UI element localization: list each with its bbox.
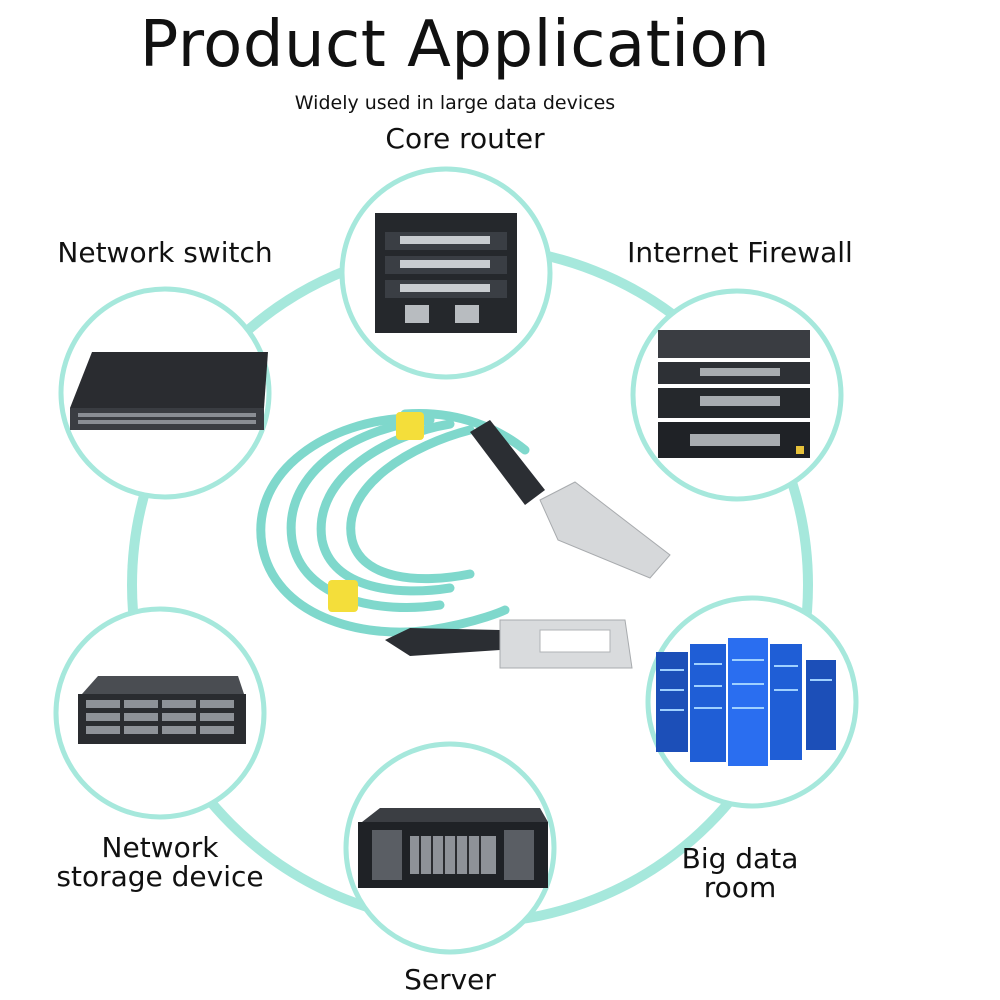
label-server: Server xyxy=(404,963,496,996)
label-network-switch: Network switch xyxy=(57,236,273,269)
storage-device-node xyxy=(53,606,267,820)
label-storage-line1: Network xyxy=(101,831,219,864)
firewall-node xyxy=(630,288,844,502)
firewall-icon xyxy=(658,330,810,458)
label-big-data-room: Big data room xyxy=(660,844,820,902)
data-center-node xyxy=(645,595,859,809)
label-big-data-line2: room xyxy=(703,871,777,904)
cable-clip xyxy=(396,412,424,440)
label-internet-firewall: Internet Firewall xyxy=(627,236,853,269)
server-node xyxy=(343,741,557,955)
core-router-node xyxy=(339,166,553,380)
core-router-icon xyxy=(375,213,517,333)
label-storage-line2: storage device xyxy=(56,860,264,893)
storage-device-icon xyxy=(78,676,246,744)
label-network-storage-device: Network storage device xyxy=(40,833,280,891)
data-center-icon xyxy=(656,638,836,766)
network-switch-node xyxy=(58,286,272,500)
page-title: Product Application xyxy=(139,8,771,82)
label-big-data-line1: Big data xyxy=(681,842,799,875)
aoc-cable-icon xyxy=(256,408,671,669)
server-icon xyxy=(358,808,548,888)
network-switch-icon xyxy=(70,352,268,430)
page-subtitle: Widely used in large data devices xyxy=(294,92,616,114)
label-core-router: Core router xyxy=(385,122,545,155)
cable-clip xyxy=(328,580,358,612)
